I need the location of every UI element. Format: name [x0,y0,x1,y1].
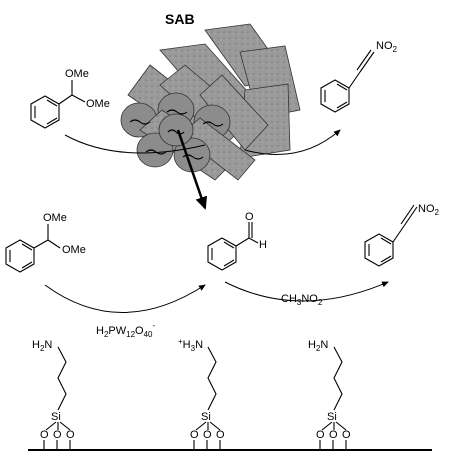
aldehyde-oxygen: O [245,211,254,223]
aminopropyl-graft-1: H2N Si O O O [32,339,75,450]
silicon-label: Si [327,411,337,423]
nitro-label: NO2 [418,203,440,217]
sab-title: SAB [165,11,195,27]
ammonium-label: +H3N [178,337,203,353]
cylinder [173,117,256,181]
aminopropyl-graft-2: +H3N Si O O O [178,337,225,450]
silicon-label: Si [201,411,211,423]
benzaldehyde: O H [207,211,267,271]
amine-label: H2N [308,339,328,353]
oxygen-label: O [329,429,338,441]
reaction-arrow [244,129,341,155]
benzaldehyde-dimethyl-acetal-top: OMe OMe [30,68,110,129]
reaction-arrow [224,281,389,302]
nitrostyrene-middle: NO2 [364,203,440,267]
nitromethane-reagent: CH3NO2 [281,293,323,307]
oxygen-label: O [316,429,325,441]
oxygen-label: O [190,429,199,441]
amine-label: H2N [32,339,52,353]
silicon-label: Si [51,411,61,423]
oxygen-label: O [66,429,75,441]
mesoporous-cylinder-bundle [120,23,301,181]
oxygen-label: O [203,429,212,441]
nitrostyrene-top: NO2 [320,40,398,113]
methoxy-label: OMe [86,98,110,110]
cylinder [158,113,194,147]
zoom-arrow [176,129,208,210]
methoxy-label: OMe [43,212,67,224]
methoxy-label: OMe [65,68,89,80]
oxygen-label: O [40,429,49,441]
nitro-label: NO2 [376,40,398,54]
oxygen-label: O [216,429,225,441]
aldehyde-hydrogen: H [259,239,267,251]
reaction-arrow [64,134,206,154]
reaction-arrow [44,284,206,313]
benzaldehyde-dimethyl-acetal-middle: OMe OMe [5,212,86,273]
methoxy-label: OMe [62,244,86,256]
oxygen-label: O [53,429,62,441]
aminopropyl-graft-3: H2N Si O O O [308,339,351,450]
oxygen-label: O [342,429,351,441]
heteropolyacid-anion: H2PW12O40- [96,321,156,339]
